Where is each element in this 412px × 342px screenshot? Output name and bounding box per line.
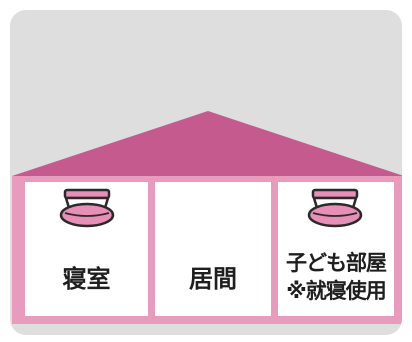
room-living: 居間 <box>155 182 271 316</box>
smoke-detector-icon <box>59 188 115 228</box>
room-note-sleeping-use: ※就寝使用 <box>286 279 386 303</box>
diagram-background: 寝室 居間 子ども部屋 ※就寝使用 <box>10 10 402 335</box>
room-label-living: 居間 <box>189 265 237 293</box>
smoke-detector-icon <box>307 188 363 228</box>
room-label-children: 子ども部屋 <box>286 251 387 275</box>
room-label-bedroom: 寝室 <box>62 265 111 293</box>
room-bedroom: 寝室 <box>25 182 148 316</box>
room-children: 子ども部屋 ※就寝使用 <box>278 182 394 316</box>
roof <box>12 111 402 176</box>
